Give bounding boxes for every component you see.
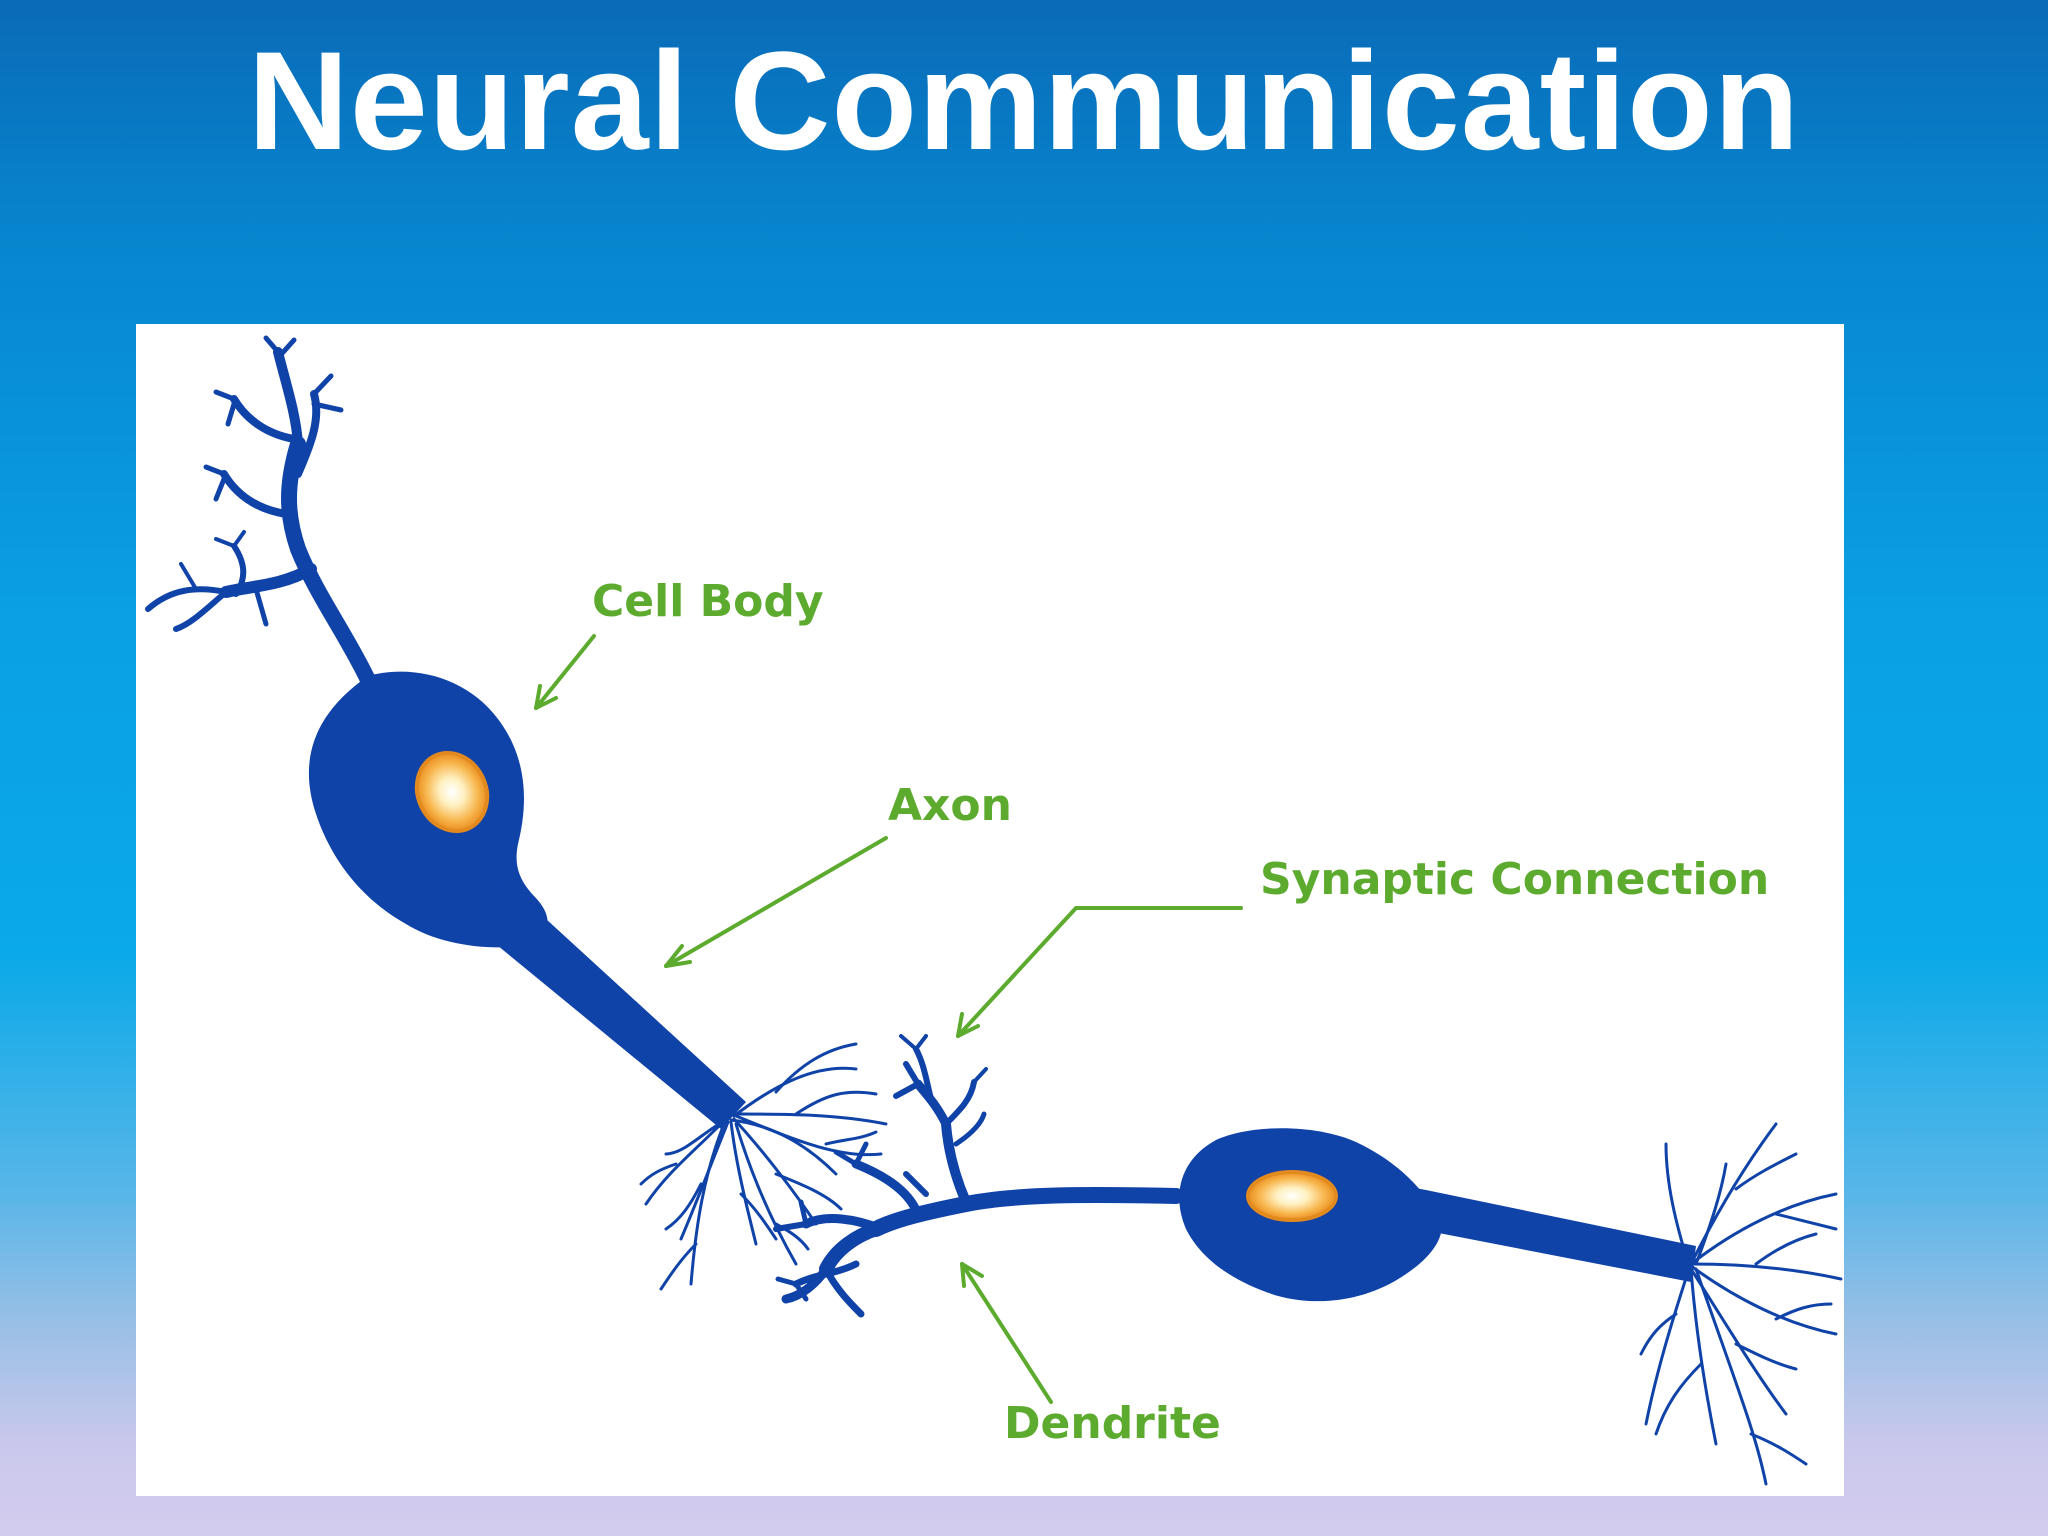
cell-body-arrow (534, 634, 596, 710)
neuron-2-dendrites (773, 1034, 1184, 1318)
synaptic-connection-arrow (956, 906, 1243, 1038)
neuron-2 (773, 1034, 1843, 1486)
dendrite-arrow (960, 1262, 1053, 1404)
neuron-2-nucleus (1246, 1170, 1338, 1222)
axon-label: Axon (888, 780, 1012, 831)
neuron-1-nucleus (414, 751, 490, 833)
slide-title: Neural Communication (247, 22, 1801, 179)
dendrite-label: Dendrite (1004, 1398, 1221, 1449)
neuron-1-dendrites (145, 335, 376, 688)
cell-body-label: Cell Body (592, 576, 824, 627)
neuron-1 (145, 335, 888, 1291)
axon-arrow (664, 836, 888, 968)
neuron-diagram-panel: Cell Body Axon Synaptic Connection Dendr… (136, 324, 1844, 1496)
neuron-2-axon-terminal (1639, 1122, 1843, 1486)
neuron-1-axon-terminal (639, 1042, 888, 1291)
neuron-diagram: Cell Body Axon Synaptic Connection Dendr… (145, 335, 1843, 1486)
neuron-2-axon (1398, 1186, 1696, 1282)
synaptic-connection-label: Synaptic Connection (1260, 854, 1769, 905)
neuron-1-axon (486, 884, 746, 1129)
